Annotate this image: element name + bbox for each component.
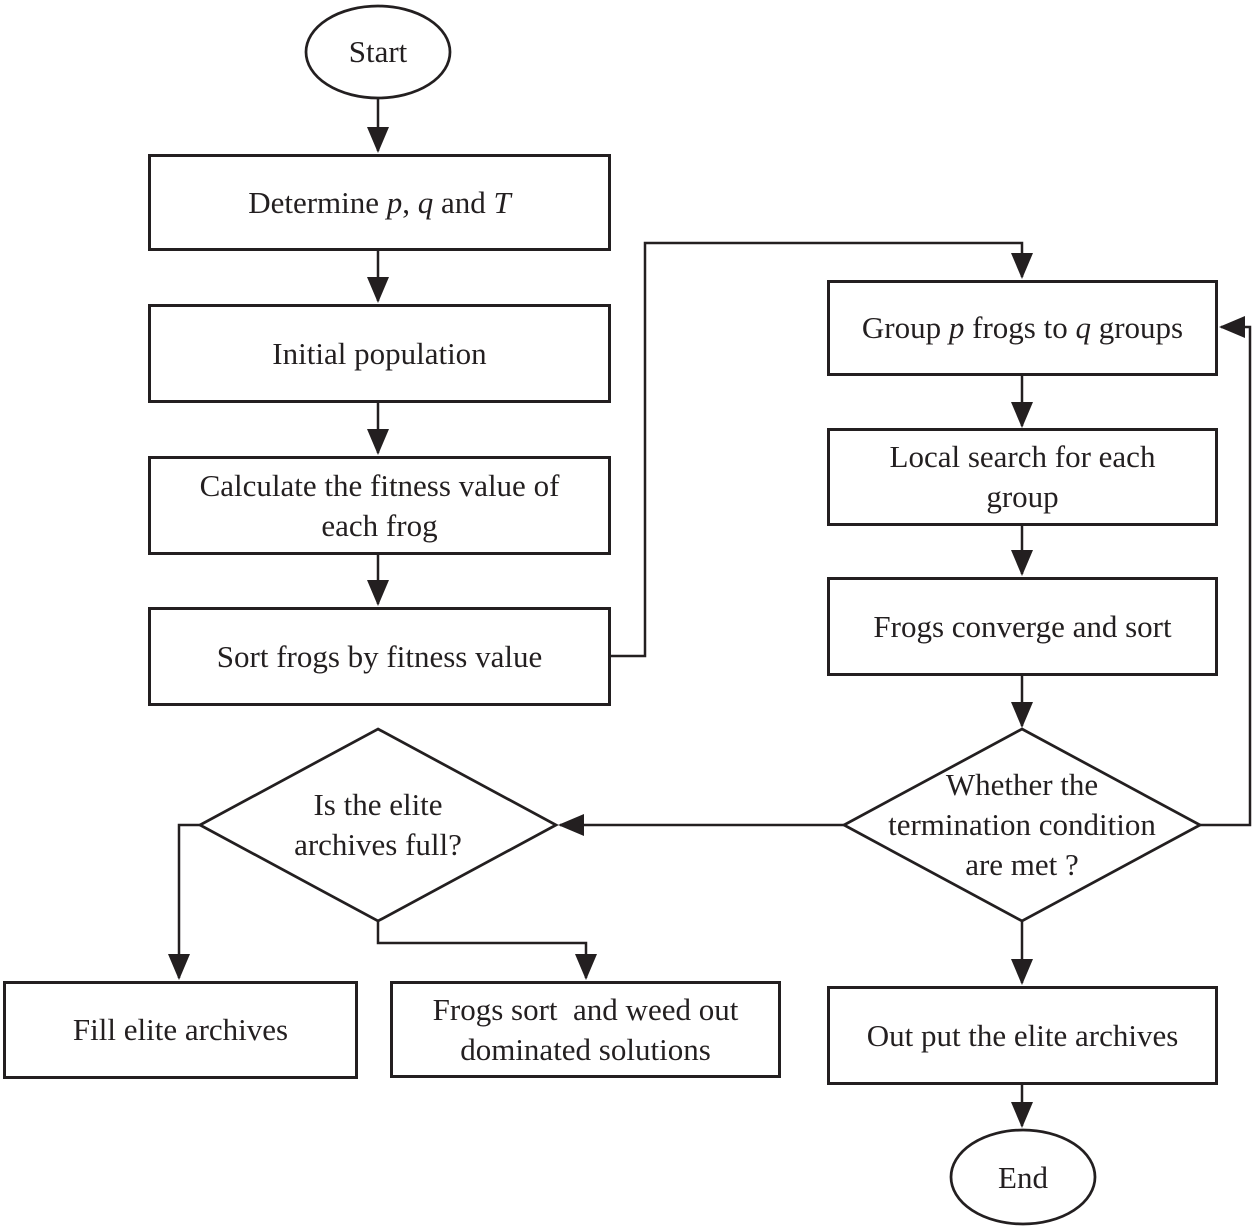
edge-sort-to-group [611,241,1033,658]
start-terminator: Start [305,6,451,98]
edge-elite-to-weed [376,921,597,980]
fill-elite-label: Fill elite archives [72,1012,289,1047]
group-frogs-label: Group p frogs to q groups [861,310,1184,345]
edge-elite-to-fill [168,823,200,980]
process-frogs-converge: Frogs converge and sort [827,577,1218,676]
sort-frogs-label: Sort frogs by fitness value [216,638,543,674]
start-ellipse-shape [304,4,452,100]
decision-elite-shape [197,727,559,923]
process-sort-frogs: Sort frogs by fitness value [148,607,611,706]
determine-label: Determine p, q and T [248,184,511,220]
frogs-converge-label: Frogs converge and sort [873,608,1172,644]
process-fill-elite-archives: Fill elite archives [3,981,358,1079]
initial-population-label: Initial population [272,335,487,371]
process-output-elite-archives: Out put the elite archives [827,986,1218,1085]
end-label: End [998,1159,1048,1195]
end-terminator: End [951,1131,1095,1224]
process-group-frogs: Group p frogs to q groups [827,280,1218,376]
process-determine-parameters: Determine p, q and T [148,154,611,251]
edge-termination-loop-to-group [1200,316,1252,827]
end-ellipse-shape [949,1128,1097,1226]
output-elite-label: Out put the elite archives [866,1017,1179,1053]
process-initial-population: Initial population [148,304,611,403]
start-label: Start [348,34,408,69]
decision-termination-shape [841,727,1203,923]
